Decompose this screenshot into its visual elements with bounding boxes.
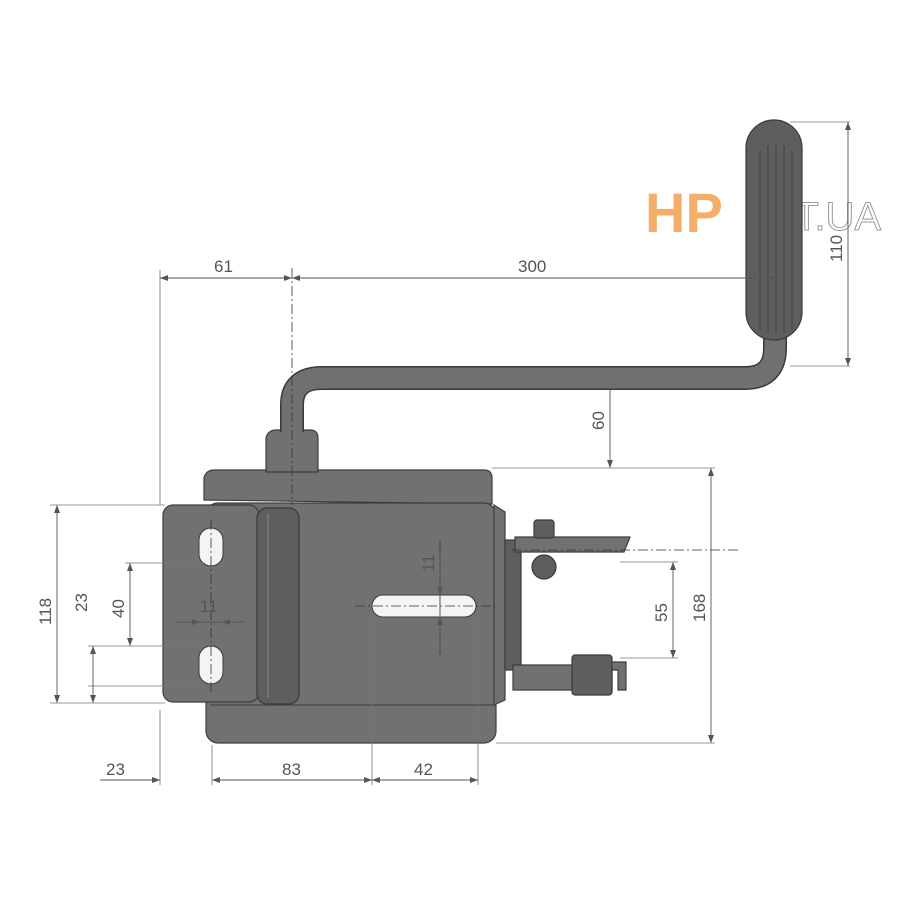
extension-lines [50, 121, 850, 785]
crank-grip [745, 119, 803, 341]
dim-label-300: 300 [518, 257, 546, 276]
lower-bracket-hook [611, 661, 627, 691]
dim-label-83: 83 [282, 760, 301, 779]
crank-handle [280, 119, 803, 432]
bracket-pin [531, 554, 557, 580]
dim-label-11-slot: 11 [419, 554, 438, 572]
bracket-post [504, 539, 522, 671]
winch-housing [162, 429, 506, 744]
dim-label-60: 60 [589, 411, 608, 430]
dim-label-118: 118 [36, 598, 55, 625]
dim-label-55: 55 [652, 603, 671, 622]
housing-top-cover [203, 469, 493, 505]
dim-label-61: 61 [214, 257, 233, 276]
housing-right-face [493, 503, 506, 706]
upper-bracket [514, 536, 631, 553]
watermark-brand: HP [645, 181, 723, 244]
dim-label-23-vertical: 23 [72, 593, 91, 612]
dimension-labels: 61 300 110 60 168 55 118 23 40 11 11 23 … [36, 235, 846, 779]
dim-label-23-bottom: 23 [106, 760, 125, 779]
dim-label-11-hole: 11 [200, 597, 218, 616]
dim-label-110: 110 [827, 235, 846, 262]
dimension-lines [54, 122, 851, 783]
dim-label-42: 42 [414, 760, 433, 779]
upper-bolt [533, 519, 555, 539]
clamp-brackets [504, 519, 631, 696]
dim-label-40: 40 [109, 599, 128, 618]
lower-bolt [571, 654, 613, 696]
housing-rib [256, 507, 300, 705]
dim-label-168: 168 [690, 594, 709, 622]
